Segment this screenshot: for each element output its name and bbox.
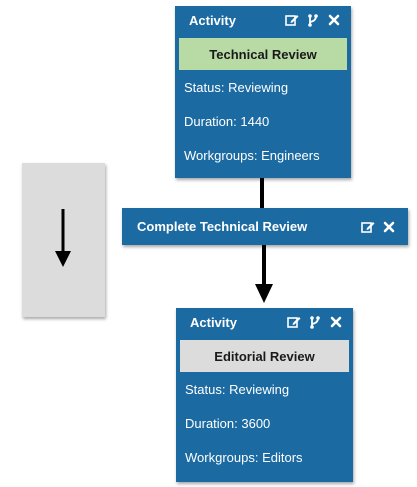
activity-workgroups: Workgroups: Editors bbox=[185, 449, 303, 465]
activity-workgroups: Workgroups: Engineers bbox=[184, 147, 320, 163]
close-icon[interactable] bbox=[328, 314, 343, 329]
edit-icon[interactable] bbox=[360, 219, 375, 234]
branch-icon[interactable] bbox=[307, 314, 322, 329]
transition-toolbar bbox=[360, 219, 396, 234]
transition-complete-technical-review[interactable]: Complete Technical Review bbox=[122, 208, 408, 245]
activity-card-title: Activity bbox=[190, 314, 237, 330]
activity-name-badge: Editorial Review bbox=[180, 340, 349, 372]
close-icon[interactable] bbox=[326, 12, 341, 27]
activity-card-header: Activity bbox=[176, 308, 353, 336]
branch-icon[interactable] bbox=[305, 12, 320, 27]
arrow-down-icon bbox=[55, 209, 71, 267]
transition-label: Complete Technical Review bbox=[137, 219, 308, 234]
edit-icon[interactable] bbox=[286, 314, 301, 329]
activity-card-toolbar bbox=[286, 314, 343, 329]
activity-card-toolbar bbox=[284, 12, 341, 27]
activity-status: Status: Reviewing bbox=[184, 79, 289, 95]
activity-card-editorial-review[interactable]: Activity bbox=[176, 308, 353, 482]
edit-icon[interactable] bbox=[284, 12, 299, 27]
connector-arrowhead bbox=[255, 284, 273, 303]
connector-line-bottom bbox=[262, 245, 266, 287]
activity-name-badge: Technical Review bbox=[179, 38, 347, 70]
connector-line-top bbox=[260, 178, 264, 208]
activity-card-technical-review[interactable]: Activity bbox=[175, 6, 351, 178]
direction-indicator bbox=[22, 163, 105, 317]
activity-status: Status: Reviewing bbox=[185, 381, 290, 397]
activity-card-title: Activity bbox=[189, 12, 236, 28]
activity-duration: Duration: 1440 bbox=[184, 113, 270, 129]
close-icon[interactable] bbox=[381, 219, 396, 234]
activity-duration: Duration: 3600 bbox=[185, 415, 271, 431]
activity-card-header: Activity bbox=[175, 6, 351, 34]
